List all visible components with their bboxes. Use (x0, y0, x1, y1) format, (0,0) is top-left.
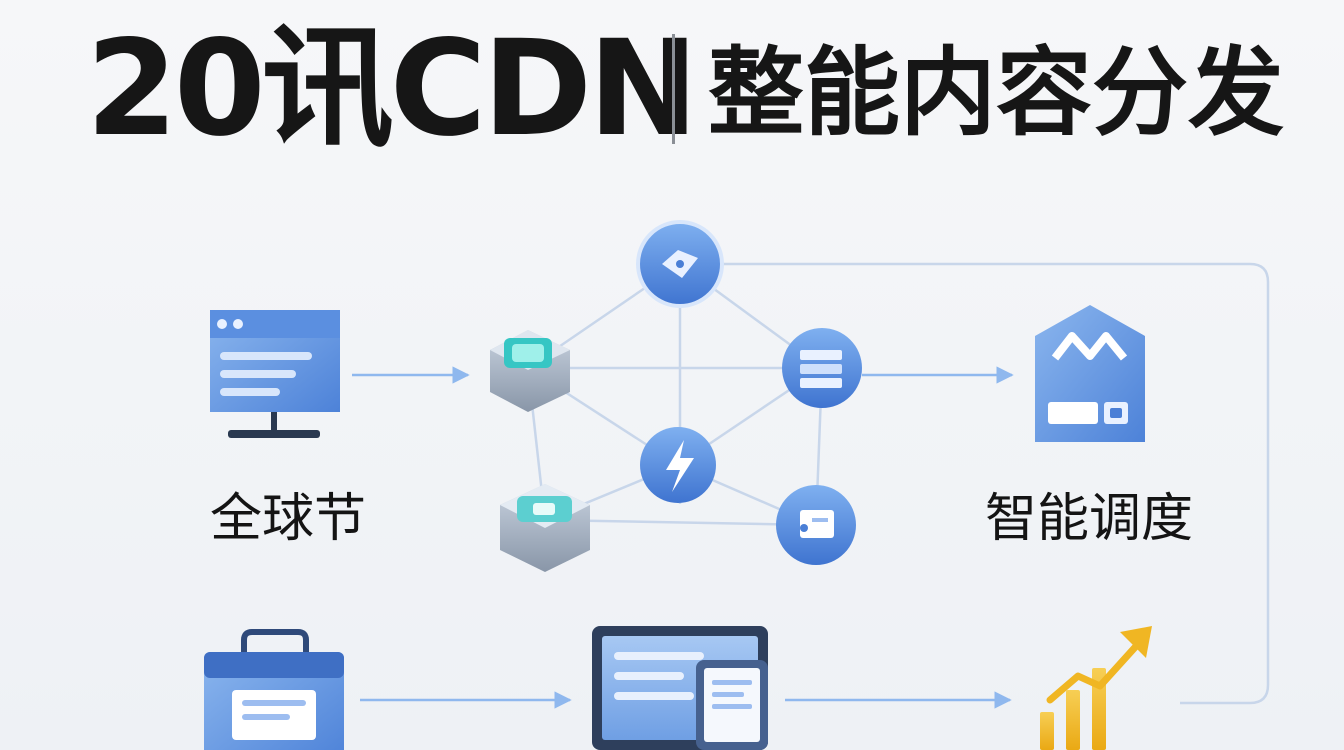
page-title: 20讯CDN (86, 12, 699, 166)
bar-chart-growth-icon (1040, 626, 1152, 750)
cache-stack-icon (782, 328, 862, 408)
title-divider (672, 34, 675, 144)
terminal-icon (776, 485, 856, 565)
server-monitor-icon (210, 310, 340, 438)
briefcase-icon (204, 629, 344, 750)
label-global-nodes: 全球节 (210, 489, 367, 549)
page-subtitle: 整能内容分发 (708, 37, 1284, 149)
monitor-tablet-icon (592, 626, 768, 750)
label-smart-scheduling: 智能调度 (985, 489, 1194, 549)
network-edge (544, 518, 817, 527)
chip-node-icon (490, 330, 570, 412)
dashboard-house-icon (1035, 305, 1145, 442)
chip-node-icon (500, 484, 590, 572)
lightning-icon (640, 427, 716, 503)
tag-icon (636, 220, 724, 308)
feedback-loop-line (720, 262, 1270, 705)
